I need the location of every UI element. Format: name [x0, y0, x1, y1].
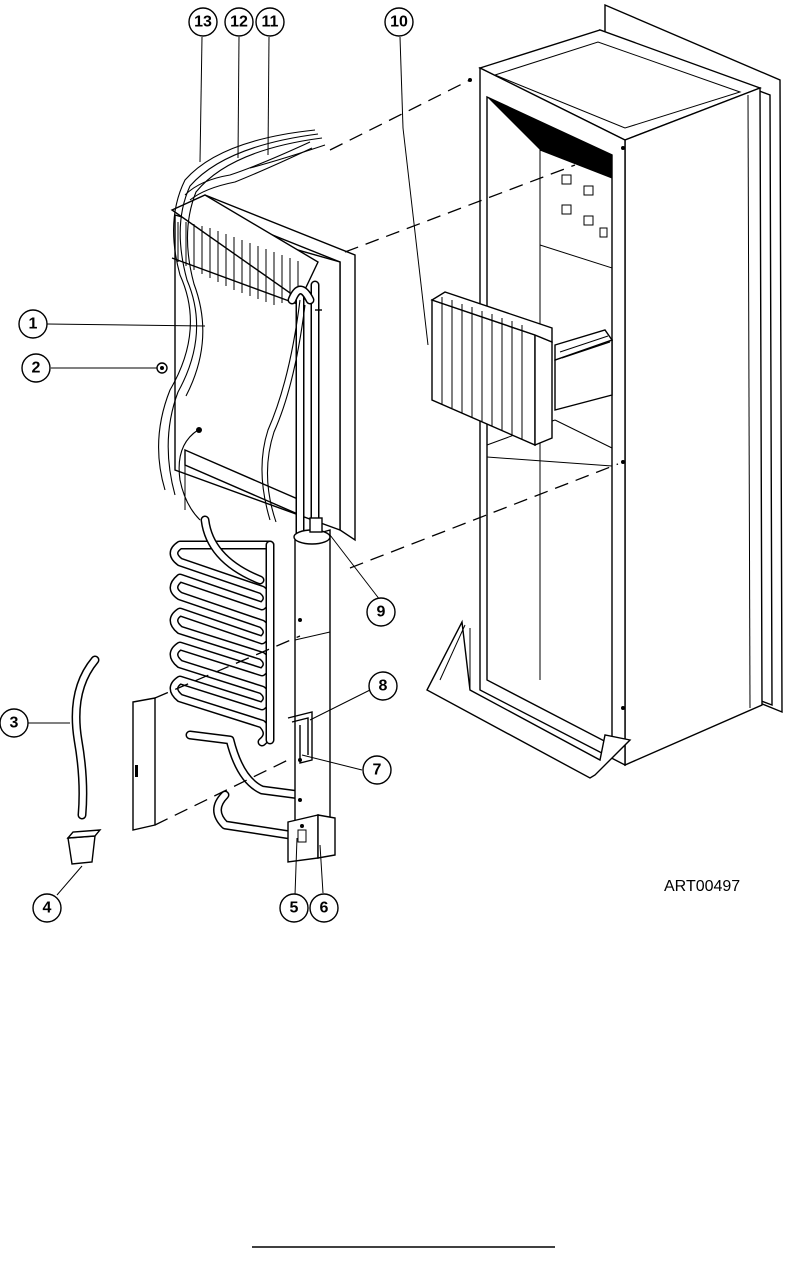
callout-9-label: 9 — [377, 604, 386, 621]
callout-13: 13 — [189, 8, 217, 36]
callout-1: 1 — [19, 310, 47, 338]
callout-2: 2 — [22, 354, 50, 382]
callout-7: 7 — [363, 756, 391, 784]
callout-10: 10 — [385, 8, 413, 36]
callout-4-label: 4 — [43, 900, 52, 917]
callout-9: 9 — [367, 598, 395, 626]
callout-10-label: 10 — [390, 14, 408, 31]
callout-8: 8 — [369, 672, 397, 700]
burner-cap — [68, 830, 100, 864]
heater-element-wire — [76, 660, 95, 815]
callout-5-label: 5 — [290, 900, 299, 917]
cooling-unit-assembly — [133, 130, 355, 862]
art-code: ART00497 — [664, 878, 740, 895]
callout-1-label: 1 — [29, 316, 38, 333]
callout-6-label: 6 — [320, 900, 329, 917]
callout-2-label: 2 — [32, 360, 41, 377]
callout-5: 5 — [280, 894, 308, 922]
callout-7-label: 7 — [373, 762, 382, 779]
callout-8-label: 8 — [379, 678, 388, 695]
callout-6: 6 — [310, 894, 338, 922]
callout-11-label: 11 — [262, 14, 279, 31]
callout-4: 4 — [33, 894, 61, 922]
callout-13-label: 13 — [194, 14, 212, 31]
callout-12-label: 12 — [230, 14, 248, 31]
callout-12: 12 — [225, 8, 253, 36]
callout-3: 3 — [0, 709, 28, 737]
callout-11: 11 — [256, 8, 284, 36]
callout-3-label: 3 — [10, 715, 19, 732]
